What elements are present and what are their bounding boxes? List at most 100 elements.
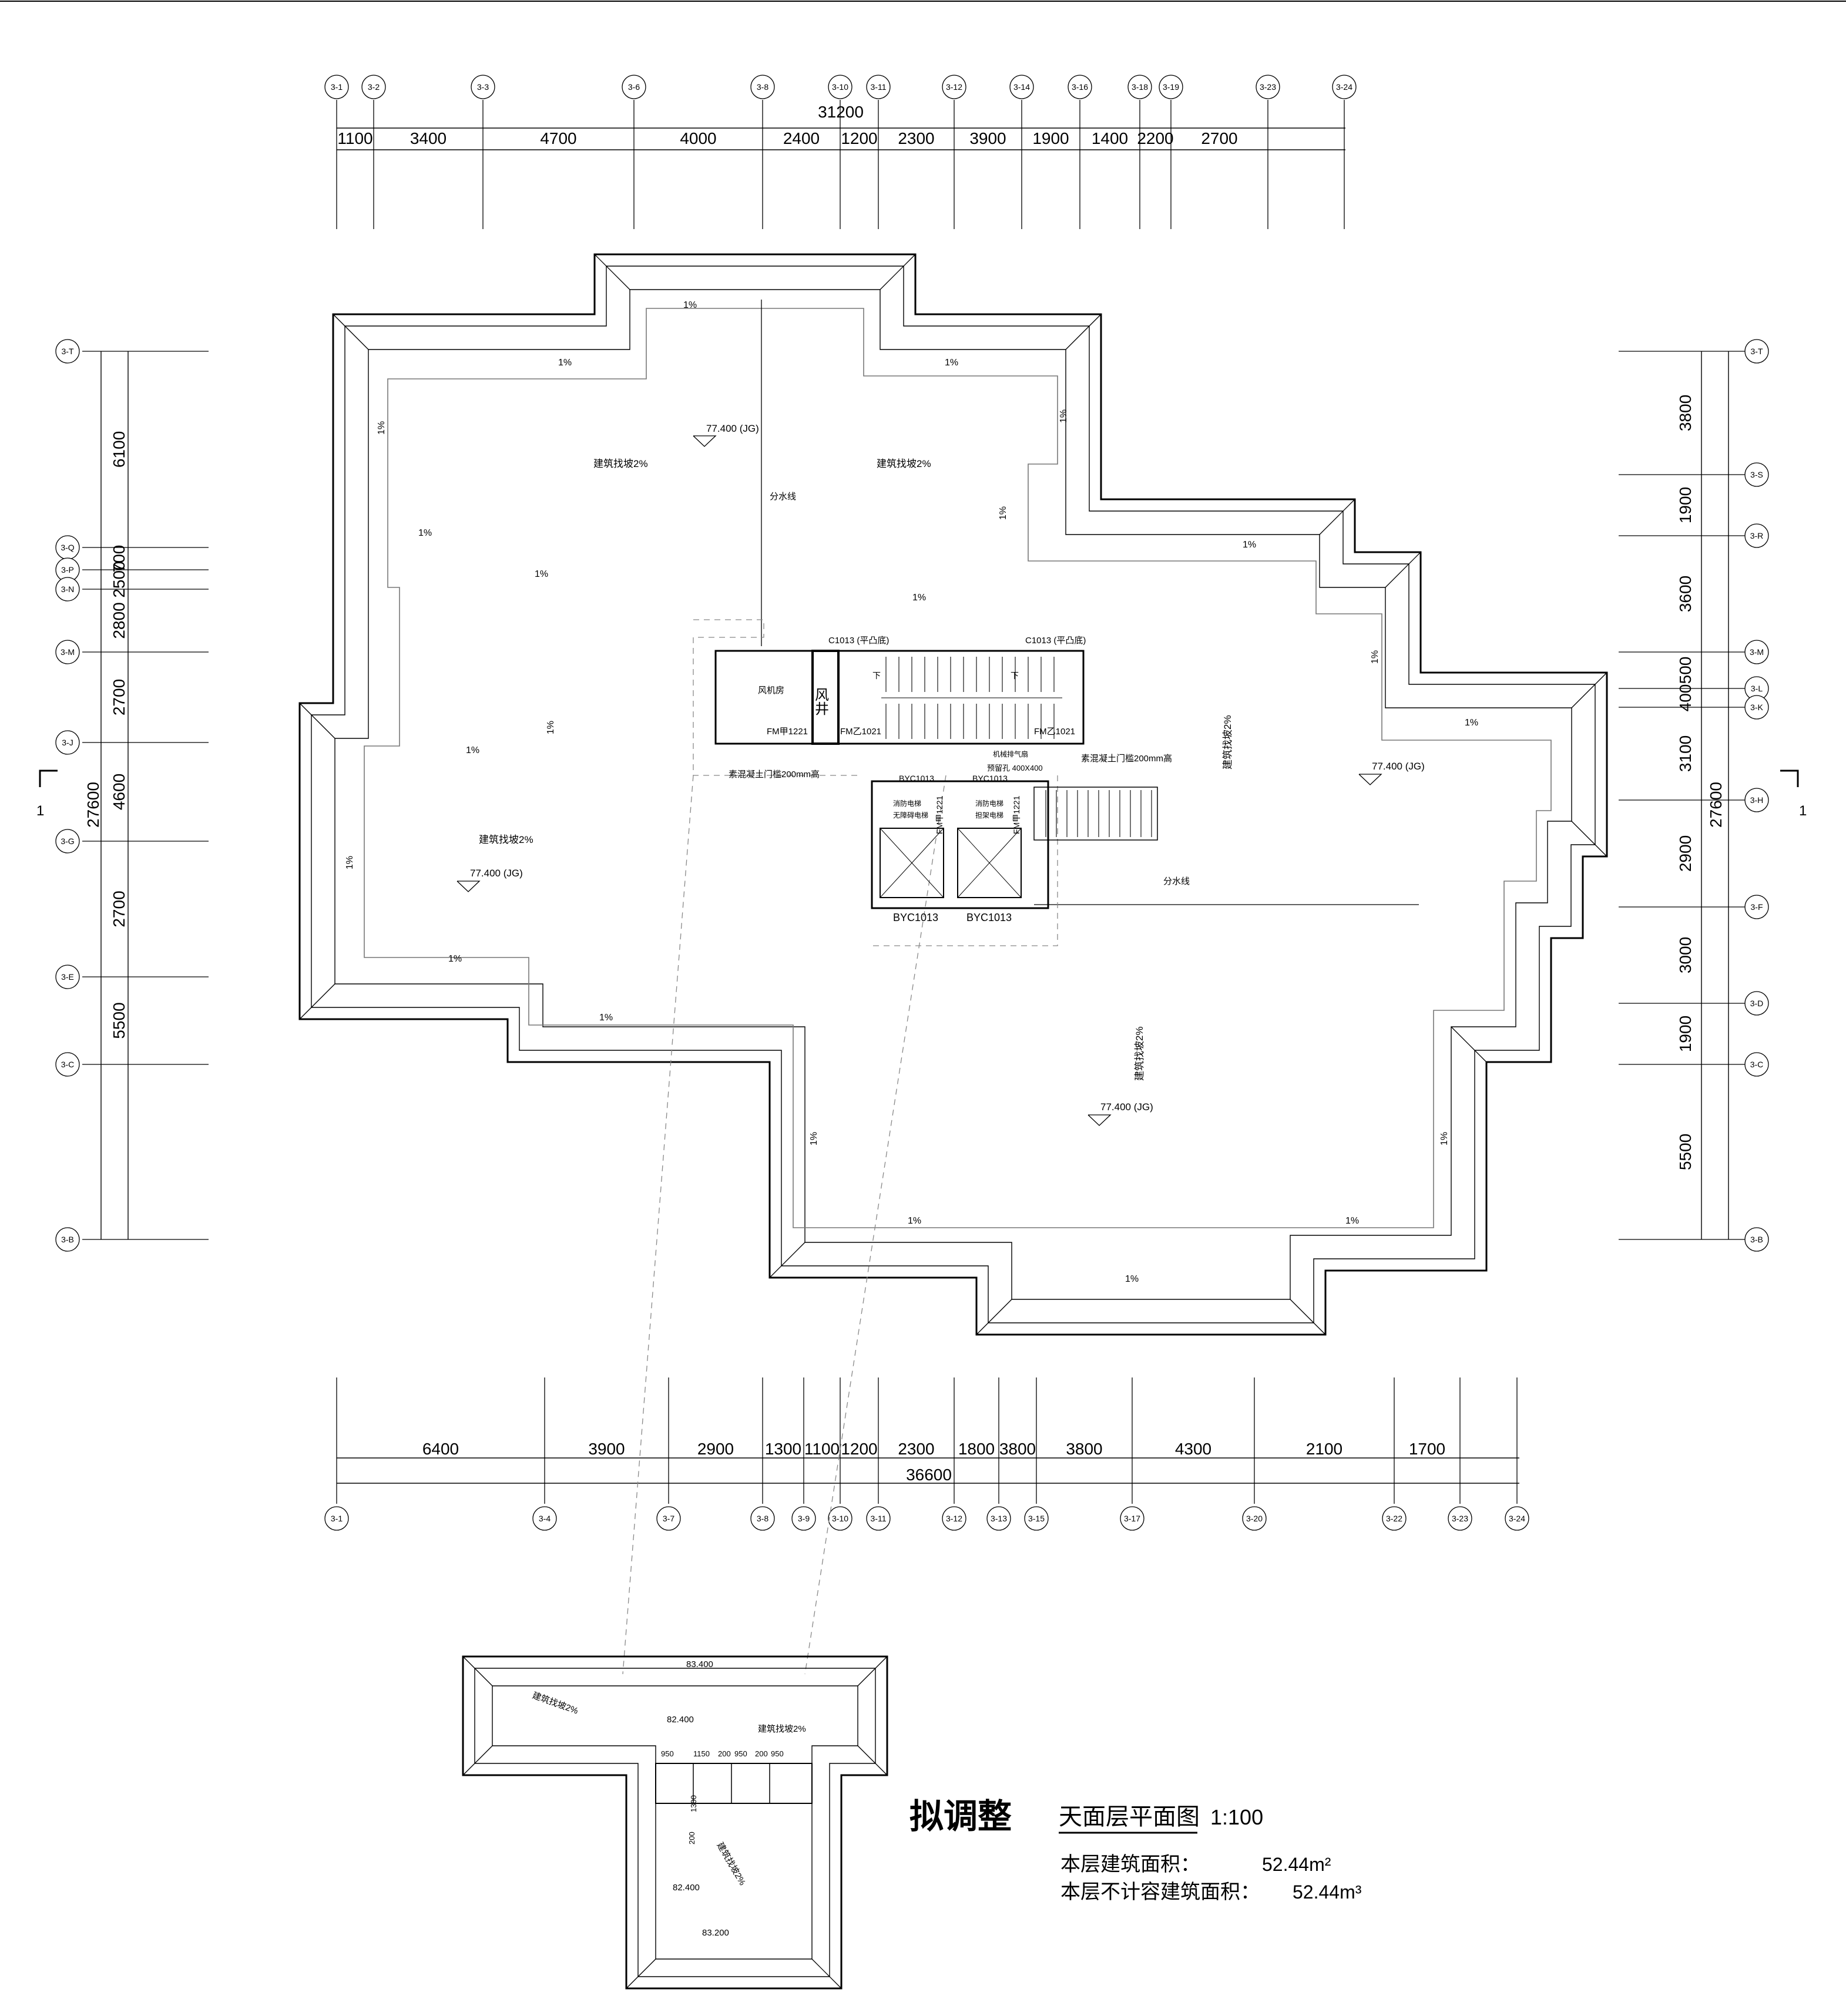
svg-text:200: 200 [718, 1749, 731, 1758]
grid-bottom-dim-10: 4300 [1175, 1440, 1211, 1458]
byc-label-4: BYC1013 [966, 912, 1012, 923]
svg-text:1%: 1% [599, 1013, 613, 1023]
grid-right-bubble-3-T: 3-T [1744, 339, 1769, 364]
svg-text:77.400 (JG): 77.400 (JG) [1100, 1101, 1153, 1113]
svg-text:1%: 1% [1059, 409, 1069, 423]
grid-right-bubble-3-S: 3-S [1744, 462, 1769, 487]
svg-text:1%: 1% [912, 593, 926, 603]
area-label-1: 本层建筑面积： [1060, 1853, 1200, 1876]
slope-one-percent-labels: 1% 1% 1% 1% 1% 1% 1% 1% 1% 1% 1% 1% 1% 1… [345, 300, 1478, 1284]
grid-left-bubble-3-N: 3-N [55, 577, 80, 602]
svg-text:分水线: 分水线 [770, 492, 796, 502]
svg-text:3-24: 3-24 [1509, 1514, 1525, 1523]
grid-left-dim-3: 2800 [110, 602, 128, 639]
grid-right-dim-1: 1900 [1676, 487, 1694, 523]
svg-text:3-H: 3-H [1750, 795, 1764, 805]
svg-text:1%: 1% [546, 721, 556, 734]
svg-text:1%: 1% [1370, 650, 1380, 664]
grid-top-dim-0: 1100 [337, 129, 372, 147]
core-block [714, 650, 1158, 909]
svg-text:3-8: 3-8 [757, 82, 768, 92]
grid-left-bubble-3-P: 3-P [55, 557, 80, 582]
grid-right-bubble-3-D: 3-D [1744, 991, 1769, 1016]
grid-bottom-bubble-3-20: 3-20 [1242, 1506, 1267, 1531]
svg-text:3-J: 3-J [62, 738, 73, 747]
svg-text:3-12: 3-12 [946, 1514, 962, 1523]
roof-zone-labels: 建筑找坡2% 建筑找坡2% 建筑找坡2% 建筑找坡2% 建筑找坡2% 77.40… [470, 423, 1425, 1113]
svg-text:建筑找坡2%: 建筑找坡2% [715, 1841, 748, 1887]
svg-text:3-Q: 3-Q [61, 543, 74, 552]
grid-right-dim-6: 2900 [1676, 835, 1694, 872]
grid-right-dim-0: 3800 [1676, 395, 1694, 431]
area-value-2: 52.44m³ [1293, 1881, 1362, 1903]
svg-text:3-11: 3-11 [871, 1514, 887, 1523]
svg-text:77.400 (JG): 77.400 (JG) [1372, 761, 1425, 772]
grid-top-bubble-3-8: 3-8 [750, 75, 775, 99]
svg-text:3-13: 3-13 [991, 1514, 1007, 1523]
svg-text:1: 1 [36, 803, 44, 819]
grid-top-dim-2: 4700 [540, 129, 576, 147]
svg-text:200: 200 [755, 1749, 768, 1758]
grid-right-total: 27600 [1707, 782, 1725, 828]
grid-bottom-dim-12: 1700 [1409, 1440, 1445, 1458]
upper-roof-labels: 83.400 82.400 82.400 83.200 建筑找坡2% 建筑找坡2… [531, 1659, 806, 1938]
svg-text:3-23: 3-23 [1452, 1514, 1468, 1523]
door-label-fm1021-right: FM乙1021 [1034, 727, 1075, 737]
svg-text:1300: 1300 [689, 1795, 698, 1812]
lift-sub-label-2: 担架电梯 [975, 811, 1003, 819]
svg-text:建筑找坡2%: 建筑找坡2% [758, 1724, 806, 1734]
svg-text:3-10: 3-10 [832, 82, 848, 92]
svg-text:1%: 1% [345, 856, 355, 869]
fire-lift-label-1: 消防电梯 [893, 799, 921, 808]
grid-right-dim-3: 500 [1676, 657, 1694, 684]
grid-top-dim-6: 2300 [898, 129, 934, 147]
elevation-markers [457, 435, 1382, 1126]
svg-text:3-6: 3-6 [628, 82, 640, 92]
grid-right-axis: 27600 3800190036005004003100290030001900… [1619, 339, 1769, 1252]
svg-text:建筑找坡2%: 建筑找坡2% [593, 458, 648, 469]
grid-top-bubble-3-23: 3-23 [1256, 75, 1280, 99]
svg-text:1%: 1% [809, 1132, 819, 1145]
grid-bottom-dim-1: 3900 [588, 1440, 625, 1458]
svg-text:建筑找坡2%: 建筑找坡2% [479, 834, 533, 845]
grid-left-dim-6: 2700 [110, 891, 128, 927]
grid-left-dim-4: 2700 [110, 679, 128, 715]
svg-text:3-19: 3-19 [1163, 82, 1179, 92]
grid-top-dim-7: 3900 [969, 129, 1006, 147]
grid-bottom-dim-5: 1200 [841, 1440, 877, 1458]
door-label-fm1221-v1: FM甲1221 [935, 795, 944, 834]
stamp-text: 拟调整 [909, 1797, 1012, 1836]
grid-top-bubble-3-11: 3-11 [866, 75, 891, 99]
svg-text:1%: 1% [1465, 718, 1478, 728]
grid-top-dim-1: 3400 [410, 129, 447, 147]
svg-text:建筑找坡2%: 建筑找坡2% [1222, 715, 1233, 770]
svg-text:3-24: 3-24 [1336, 82, 1352, 92]
projection-lines [622, 619, 1058, 1675]
grid-left-bubble-3-T: 3-T [55, 339, 80, 364]
grid-right-bubble-3-K: 3-K [1744, 695, 1769, 720]
drawing-scale: 1:100 [1210, 1805, 1263, 1829]
grid-bottom-dim-2: 2900 [697, 1440, 734, 1458]
svg-text:1%: 1% [683, 300, 697, 310]
svg-text:3-E: 3-E [61, 972, 74, 982]
door-label-fm1221-v2: FM甲1221 [1012, 795, 1021, 834]
grid-bottom-bubble-3-4: 3-4 [532, 1506, 557, 1531]
svg-text:建筑找坡2%: 建筑找坡2% [531, 1691, 580, 1716]
svg-text:1150: 1150 [693, 1749, 710, 1758]
curb-note-left: 素混凝土门槛200mm高 [729, 770, 820, 779]
grid-top-dim-3: 4000 [680, 129, 716, 147]
svg-text:3-N: 3-N [61, 584, 75, 594]
svg-text:3-S: 3-S [1750, 470, 1763, 479]
svg-text:950: 950 [771, 1749, 784, 1758]
grid-left-dim-7: 5500 [110, 1002, 128, 1039]
grid-left-bubble-3-E: 3-E [55, 965, 80, 989]
grid-top-dim-8: 1900 [1032, 129, 1069, 147]
grid-left-bubble-3-B: 3-B [55, 1227, 80, 1252]
grid-top-bubble-3-19: 3-19 [1159, 75, 1183, 99]
svg-text:1%: 1% [377, 421, 387, 435]
svg-text:3-15: 3-15 [1028, 1514, 1045, 1523]
grid-top-total: 31200 [818, 103, 864, 121]
